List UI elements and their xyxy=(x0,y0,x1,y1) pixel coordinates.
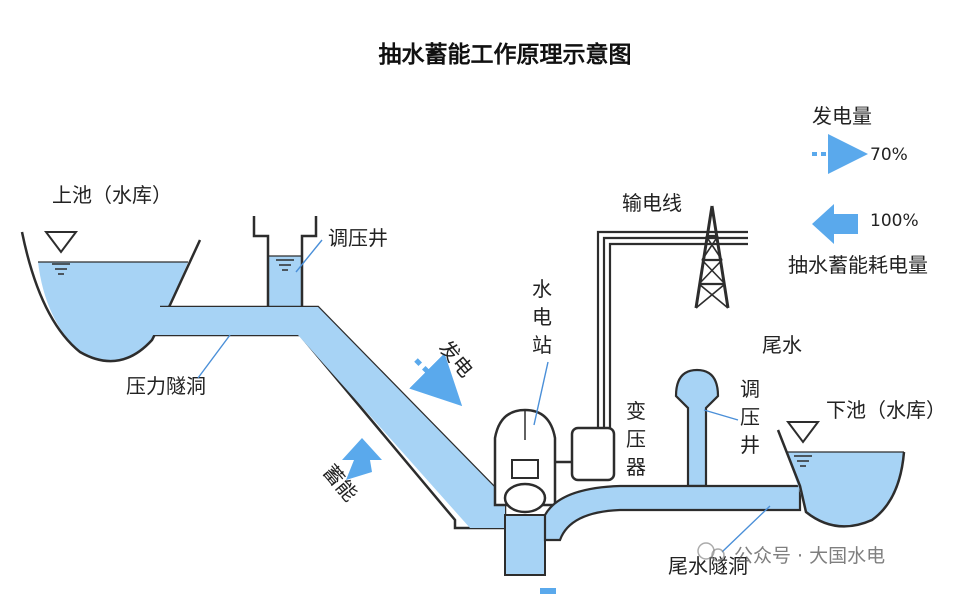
lower-surge-shaft-label-2: 压 xyxy=(740,405,760,429)
upper-reservoir xyxy=(20,231,202,363)
lower-reservoir xyxy=(776,429,906,528)
legend-consumption-heading: 抽水蓄能耗电量 xyxy=(788,253,928,277)
transmission-line xyxy=(596,230,748,428)
transmission-line-label: 输电线 xyxy=(622,191,682,215)
transformer-label-1: 变 xyxy=(626,399,646,423)
generate-arrow-label: 发电 xyxy=(434,336,478,382)
legend: 发电量 70% 100% 抽水蓄能耗电量 xyxy=(788,104,928,277)
transformer-label-2: 压 xyxy=(626,427,646,451)
tailwater-label: 尾水 xyxy=(762,333,802,357)
pump-flow-arrow xyxy=(342,438,382,480)
watermark-text: 公众号 · 大国水电 xyxy=(734,545,885,567)
lower-surge-shaft-label-3: 井 xyxy=(740,433,760,457)
lower-reservoir-label: 下池（水库） xyxy=(826,398,946,422)
lower-surge-shaft xyxy=(674,368,720,488)
pressure-tunnel xyxy=(150,305,507,530)
lower-surge-shaft-label-1: 调 xyxy=(740,377,760,401)
powerhouse-label-2: 电 xyxy=(532,305,552,329)
upper-reservoir-label: 上池（水库） xyxy=(52,183,172,207)
legend-consumption-percent: 100% xyxy=(870,211,919,231)
bottom-flow-arrow-icon xyxy=(540,588,556,594)
water-level-icon-surge xyxy=(276,259,294,271)
tailrace-tunnel xyxy=(543,484,802,542)
water-level-icon-upper xyxy=(44,231,78,275)
transmission-tower-icon xyxy=(694,205,730,309)
watermark: 公众号 · 大国水电 xyxy=(697,542,885,567)
pressure-tunnel-label: 压力隧洞 xyxy=(126,374,206,398)
legend-generation-percent: 70% xyxy=(870,145,908,165)
transformer xyxy=(555,426,616,482)
powerhouse xyxy=(493,408,557,576)
legend-consumption-arrow-icon xyxy=(812,204,858,244)
powerhouse-label-3: 站 xyxy=(532,333,552,357)
powerhouse-label-1: 水 xyxy=(532,277,552,301)
generate-flow-arrow xyxy=(409,353,463,407)
water-level-icon-lower xyxy=(786,421,820,467)
upper-surge-shaft xyxy=(252,216,318,308)
legend-generation-heading: 发电量 xyxy=(812,104,872,128)
diagram-title: 抽水蓄能工作原理示意图 xyxy=(379,41,632,68)
transformer-label-3: 器 xyxy=(626,455,646,479)
upper-surge-shaft-label: 调压井 xyxy=(328,226,388,250)
